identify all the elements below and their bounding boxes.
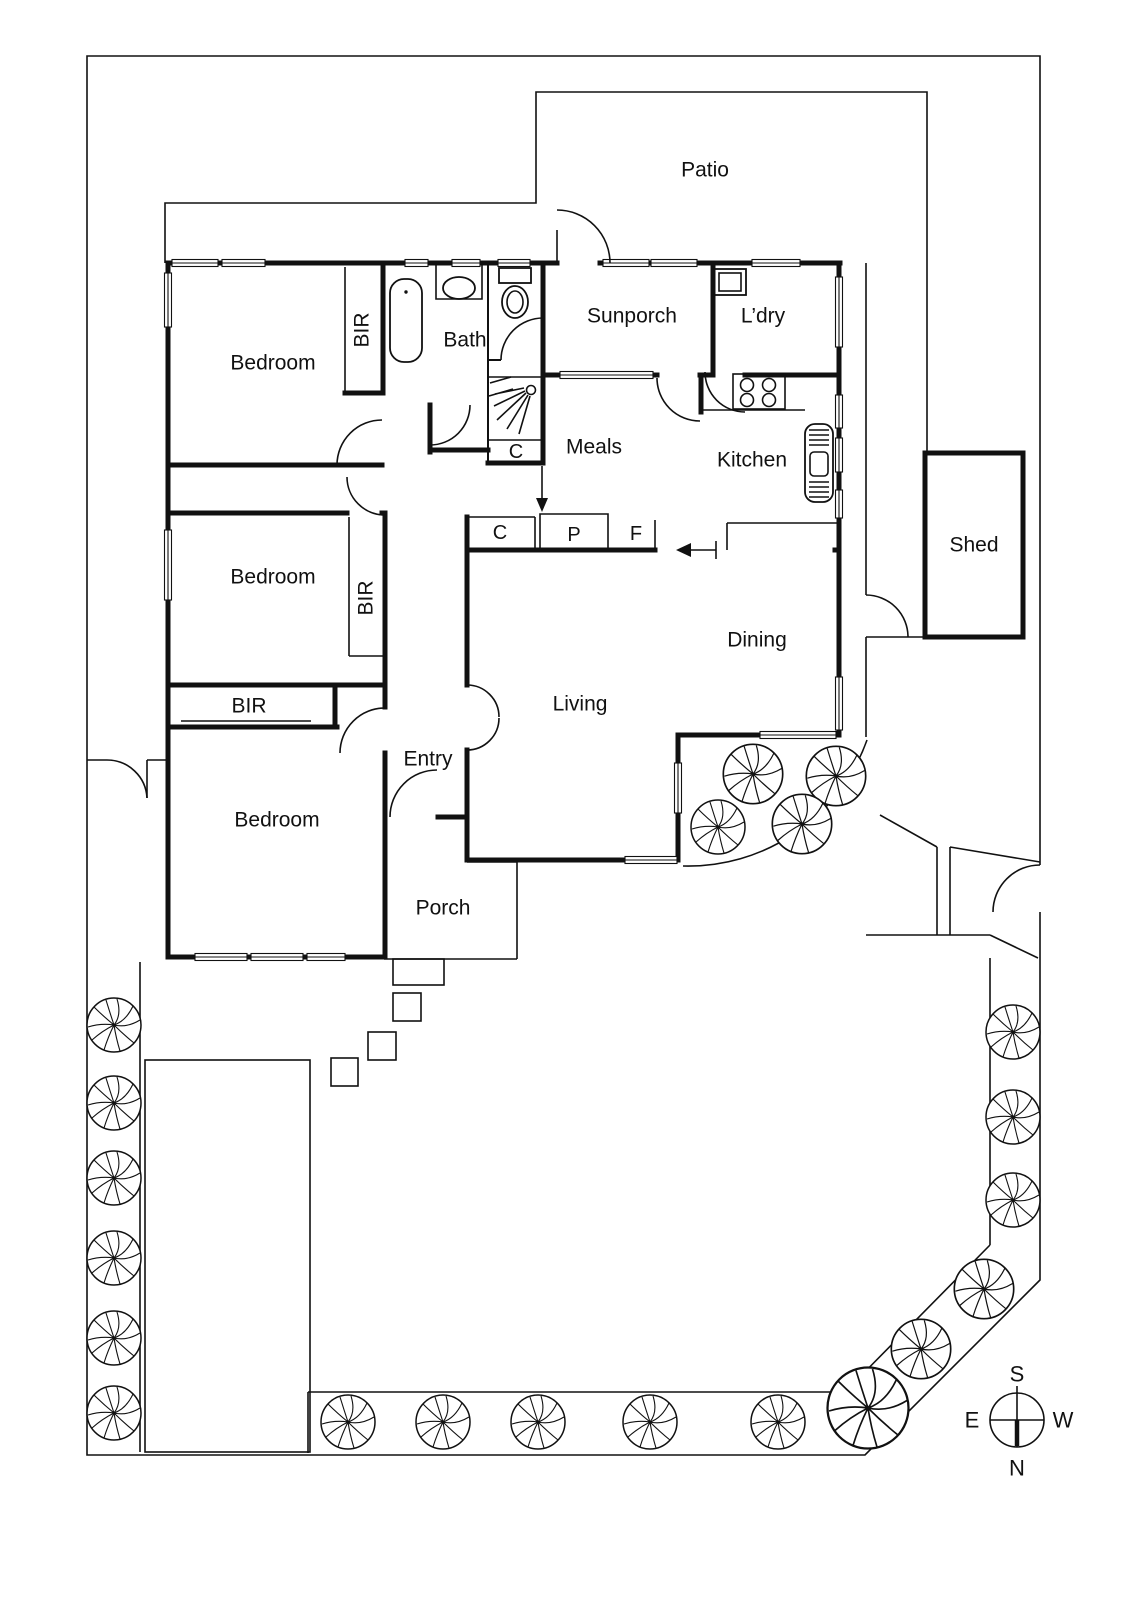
- window: [163, 272, 844, 814]
- tree-icon: [985, 1004, 1041, 1060]
- window: [171, 258, 837, 962]
- tree-icon: [722, 743, 784, 805]
- sunporch-label: Sunporch: [587, 305, 677, 328]
- bir3-label: BIR: [231, 695, 266, 718]
- tree-icon: [622, 1394, 678, 1450]
- stove-icon: [732, 373, 786, 410]
- site-boundary: [86, 55, 1041, 1456]
- compass-east-label: E: [965, 1408, 980, 1433]
- bathtub-icon: [389, 278, 423, 363]
- tree-icon: [320, 1394, 376, 1450]
- tree-icon: [86, 997, 142, 1053]
- tree-icon: [985, 1089, 1041, 1145]
- shed-label: Shed: [949, 534, 998, 557]
- bedroom2-label: Bedroom: [230, 566, 315, 589]
- boundary-gate-arc: [992, 864, 1041, 913]
- interior-partitions: [181, 230, 839, 722]
- pantry-label: P: [567, 524, 580, 546]
- kitchen-sink-icon: [804, 423, 834, 503]
- tree-icon: [826, 1366, 910, 1450]
- tree-icon: [86, 1310, 142, 1366]
- step: [392, 958, 445, 986]
- tree-icon: [86, 1385, 142, 1441]
- tree-icon: [771, 793, 833, 855]
- tree-icon: [690, 799, 746, 855]
- tree-icon: [86, 1150, 142, 1206]
- tree-icon: [985, 1172, 1041, 1228]
- fridge-label: F: [630, 523, 642, 545]
- windows: [163, 258, 844, 962]
- door-arcs: [336, 209, 746, 818]
- shower-icon: [488, 376, 537, 435]
- bir1-label: BIR: [351, 312, 374, 347]
- flow-arrows: [536, 466, 717, 559]
- basin-icon: [435, 263, 483, 300]
- shed-yard-gate-arc: [865, 594, 909, 638]
- tree-icon: [415, 1394, 471, 1450]
- fixtures: [389, 263, 834, 503]
- tree-icon: [890, 1318, 952, 1380]
- laundry-label: L’dry: [741, 305, 786, 328]
- compass-north-label: N: [1009, 1456, 1025, 1481]
- entry-label: Entry: [403, 748, 453, 771]
- tree-icon: [953, 1258, 1015, 1320]
- stepping-stone: [392, 992, 422, 1022]
- room-labels: Patio Bedroom Bath Sunporch L’dry Meals …: [230, 159, 998, 920]
- dining-label: Dining: [727, 629, 787, 652]
- hall-closet-label: C: [509, 441, 523, 463]
- bedroom1-label: Bedroom: [230, 352, 315, 375]
- compass-south-label: S: [1010, 1362, 1025, 1387]
- bath-label: Bath: [443, 329, 486, 352]
- laundry-trough-icon: [713, 268, 747, 296]
- kitchen-closet-label: C: [493, 522, 507, 544]
- arrow-down-icon: [536, 466, 548, 512]
- meals-label: Meals: [566, 436, 622, 459]
- bir2-label: BIR: [355, 580, 378, 615]
- garden-trees: [86, 743, 1041, 1450]
- shed-walls: [922, 450, 1026, 640]
- tree-icon: [86, 1230, 142, 1286]
- tree-icon: [510, 1394, 566, 1450]
- tree-icon: [750, 1394, 806, 1450]
- compass-rose: S N E W: [965, 1362, 1074, 1481]
- kitchen-label: Kitchen: [717, 449, 787, 472]
- bedroom3-label: Bedroom: [234, 809, 319, 832]
- rear-lawn: [144, 1059, 311, 1453]
- arrow-left-icon: [676, 541, 717, 559]
- tree-icon: [86, 1075, 142, 1131]
- living-label: Living: [553, 693, 608, 716]
- compass-west-label: W: [1053, 1408, 1074, 1433]
- stepping-stone: [367, 1031, 397, 1061]
- toilet-icon: [498, 267, 532, 319]
- side-gate-arc: [106, 759, 148, 799]
- site-fences: [87, 91, 1041, 1453]
- patio-label: Patio: [681, 159, 729, 182]
- stepping-stone: [330, 1057, 359, 1087]
- porch-label: Porch: [416, 897, 471, 920]
